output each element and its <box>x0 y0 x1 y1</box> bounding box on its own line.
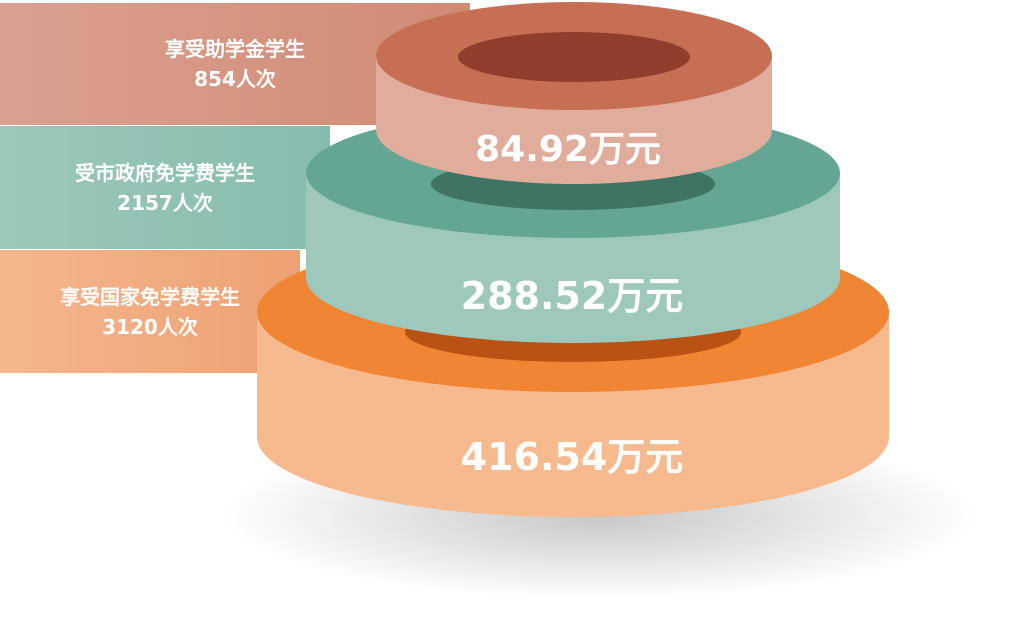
tier-band-national-tuition-waiver: 享受国家免学费学生 3120人次 <box>0 250 300 373</box>
tier-label: 受市政府免学费学生 <box>75 160 255 185</box>
ring-amount: 288.52万元 <box>461 274 684 318</box>
tier-label: 享受助学金学生 <box>165 37 305 61</box>
tier-count: 854人次 <box>194 67 276 91</box>
tier-band-city-tuition-waiver: 受市政府免学费学生 2157人次 <box>0 126 330 249</box>
tier-label: 享受国家免学费学生 <box>60 284 240 309</box>
ring-amount: 84.92万元 <box>475 129 661 170</box>
tier-count: 2157人次 <box>117 190 213 215</box>
ring-amount: 416.54万元 <box>461 435 684 479</box>
ring-tier-scholarship: 84.92万元 <box>376 2 772 184</box>
tier-count: 3120人次 <box>102 314 198 339</box>
ring-hole <box>458 32 690 82</box>
